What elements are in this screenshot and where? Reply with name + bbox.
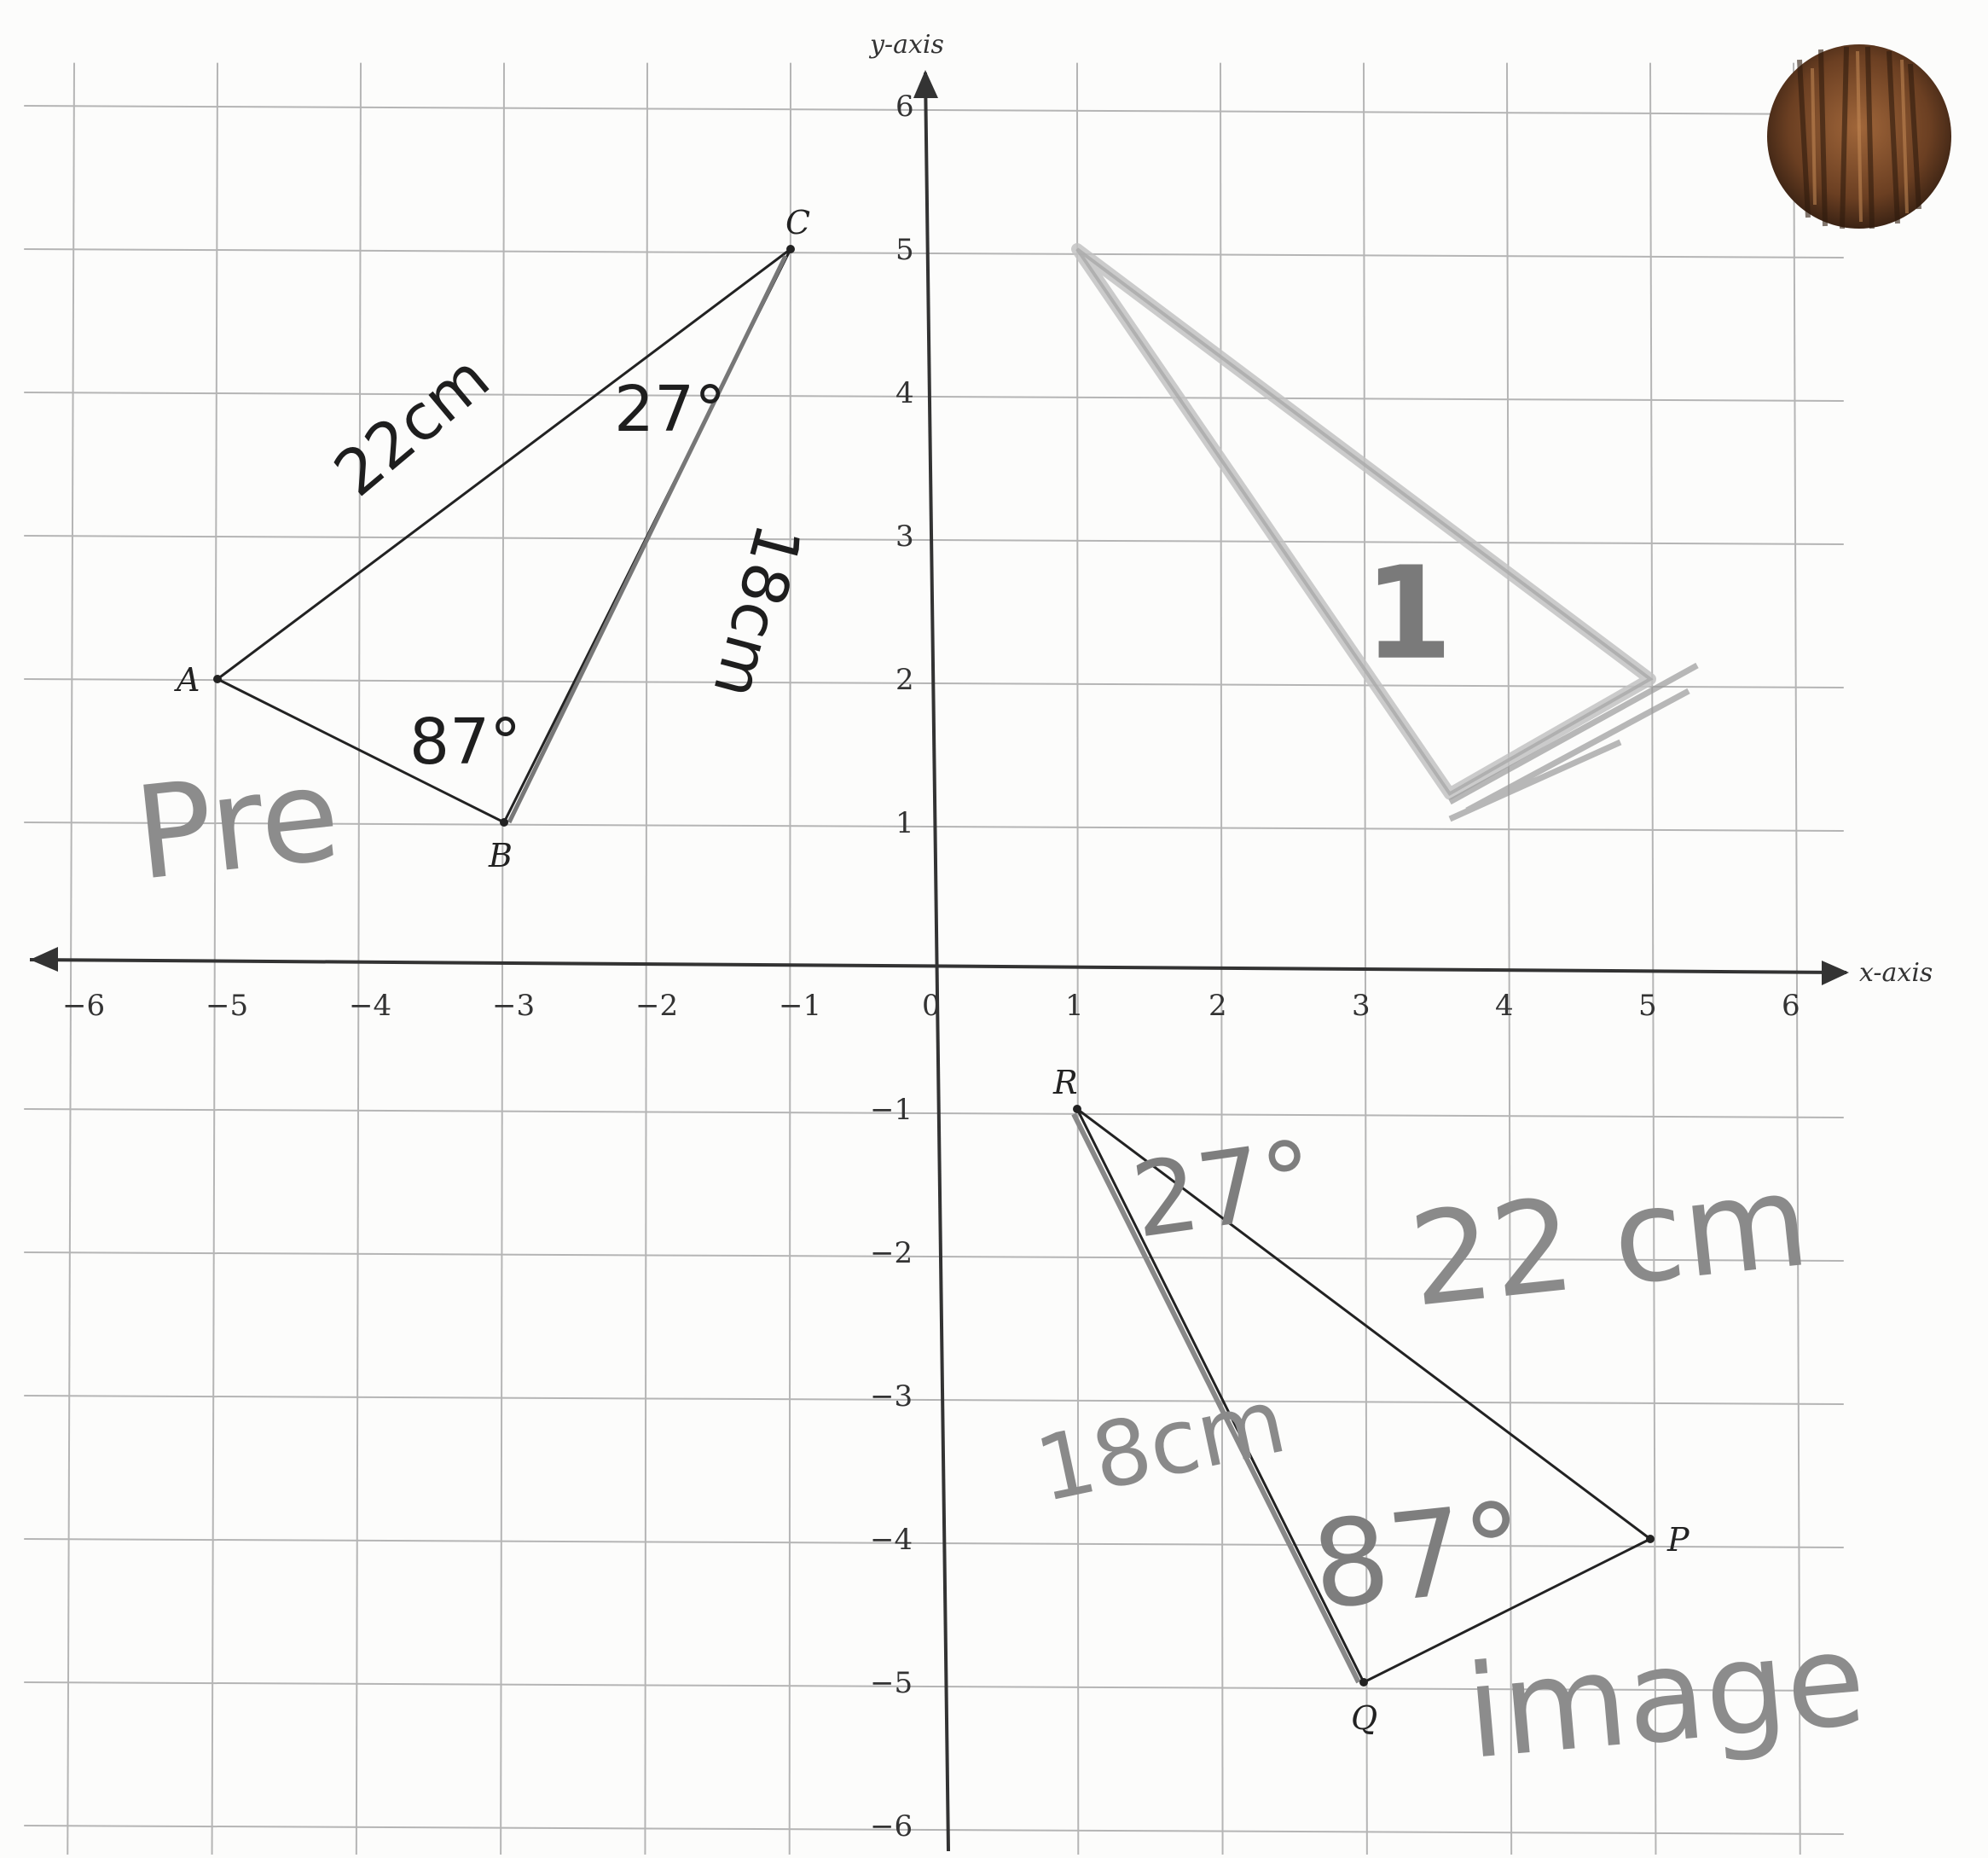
x-axis-arrow-right xyxy=(1822,961,1849,985)
x-tick-label: 6 xyxy=(1782,989,1800,1023)
vertex-point xyxy=(1073,1105,1081,1113)
y-axis-line xyxy=(924,72,950,1852)
y-tick-label: −5 xyxy=(870,1666,913,1700)
grid-line-vertical xyxy=(1649,62,1657,1858)
sketch-triangle-outline xyxy=(1075,247,1654,797)
grid-line-horizontal xyxy=(24,1108,1844,1118)
x-axis-arrow-left xyxy=(30,947,58,972)
grid-line-vertical xyxy=(1363,62,1368,1858)
preimage-triangle-group: ABC 22cm 18cm 27° 87° Pre xyxy=(129,204,815,909)
tick-labels: −6 −5 −4 −3 −2 −1 0 1 2 3 4 5 6 6 5 4 3 2 1 −1 −2 −3 −4 −5 −6 xyxy=(62,90,1800,1843)
x-tick-label: −5 xyxy=(206,989,248,1023)
vertex-label: B xyxy=(488,837,513,874)
grid-line-vertical xyxy=(1076,62,1080,1858)
y-tick-label: 6 xyxy=(895,90,914,124)
grid-line-vertical xyxy=(1220,62,1224,1858)
vertex-point xyxy=(500,818,508,827)
vertex-point xyxy=(213,675,222,683)
preimage-side-bc-label: 18cm xyxy=(698,516,815,705)
x-tick-label: 5 xyxy=(1638,989,1657,1023)
sketch-extra-strokes xyxy=(1448,662,1699,822)
x-tick-label: 3 xyxy=(1352,989,1371,1023)
wood-sticker-icon xyxy=(1767,44,1951,229)
vertex-label: A xyxy=(174,661,200,699)
grid-line-vertical xyxy=(355,62,362,1858)
grid-line-vertical xyxy=(1793,62,1801,1858)
grid-line-vertical xyxy=(644,62,648,1858)
image-triangle xyxy=(1075,1107,1653,1685)
y-tick-label: −2 xyxy=(870,1236,913,1270)
axes: x-axis y-axis xyxy=(29,30,1933,1852)
y-tick-label: 1 xyxy=(895,806,914,840)
x-tick-label: −4 xyxy=(349,989,391,1023)
grid-line-vertical xyxy=(788,62,791,1858)
y-tick-label: −4 xyxy=(870,1523,913,1557)
preimage-angle-b-label: 87° xyxy=(409,705,521,779)
image-side-rq-pencil xyxy=(1071,1112,1361,1684)
y-tick-label: 3 xyxy=(895,520,914,554)
grid-line-horizontal xyxy=(24,1681,1844,1692)
grid-line-vertical xyxy=(211,62,218,1858)
x-tick-label: −1 xyxy=(779,989,821,1023)
image-angle-r-label: 27° xyxy=(1126,1118,1322,1261)
x-tick-label: −2 xyxy=(635,989,678,1023)
grid-line-vertical xyxy=(67,62,75,1858)
image-side-rq-label: 18cm xyxy=(1028,1368,1295,1522)
sketch-label: 1 xyxy=(1364,540,1452,688)
grid-line-horizontal xyxy=(24,1395,1844,1405)
image-angle-q-label: 87° xyxy=(1307,1477,1532,1637)
grid-line-vertical xyxy=(1506,62,1513,1858)
x-tick-label: 0 xyxy=(922,989,941,1023)
grid-line-horizontal xyxy=(24,1538,1844,1548)
vertex-label: C xyxy=(785,204,810,241)
y-tick-label: 2 xyxy=(895,663,914,697)
vertex-point xyxy=(786,245,795,253)
x-tick-label: 2 xyxy=(1208,989,1227,1023)
grid-line-horizontal xyxy=(24,1251,1844,1262)
grid-lines xyxy=(24,62,1844,1858)
vertex-point xyxy=(1359,1678,1368,1687)
vertex-label: P xyxy=(1666,1521,1690,1559)
y-axis-arrow-up xyxy=(913,70,938,98)
image-tag: image xyxy=(1461,1605,1871,1788)
grid-line-horizontal xyxy=(24,1825,1844,1835)
preimage-angle-c-label: 27° xyxy=(614,373,726,446)
grid-line-horizontal xyxy=(24,535,1844,545)
x-tick-label: 1 xyxy=(1065,989,1084,1023)
y-tick-label: 5 xyxy=(895,233,914,267)
x-tick-label: 4 xyxy=(1495,989,1514,1023)
preimage-vertices: A B C xyxy=(174,204,810,874)
y-tick-label: −3 xyxy=(870,1379,913,1414)
y-tick-label: −1 xyxy=(870,1093,913,1127)
vertex-label: Q xyxy=(1351,1699,1377,1737)
vertex-label: R xyxy=(1052,1064,1078,1101)
image-vertices: P Q R xyxy=(1052,1064,1690,1737)
grid-line-horizontal xyxy=(24,392,1844,402)
vertex-point xyxy=(1646,1535,1655,1543)
x-tick-label: −6 xyxy=(62,989,105,1023)
image-triangle-group: P Q R 22 cm 18cm 27° 87° image xyxy=(1028,1064,1871,1788)
y-tick-label: 4 xyxy=(895,376,914,410)
image-side-rp-label: 22 cm xyxy=(1404,1147,1816,1336)
x-axis-label: x-axis xyxy=(1859,958,1933,988)
grid-line-horizontal xyxy=(24,248,1844,258)
grid-line-vertical xyxy=(500,62,505,1858)
x-tick-label: −3 xyxy=(492,989,535,1023)
preimage-tag: Pre xyxy=(129,740,346,909)
preimage-side-bc-pencil xyxy=(507,254,788,824)
pencil-sketch: 1 xyxy=(1071,243,1699,822)
y-axis-label: y-axis xyxy=(868,30,944,60)
grid-line-horizontal xyxy=(24,105,1844,115)
y-tick-label: −6 xyxy=(870,1809,913,1843)
